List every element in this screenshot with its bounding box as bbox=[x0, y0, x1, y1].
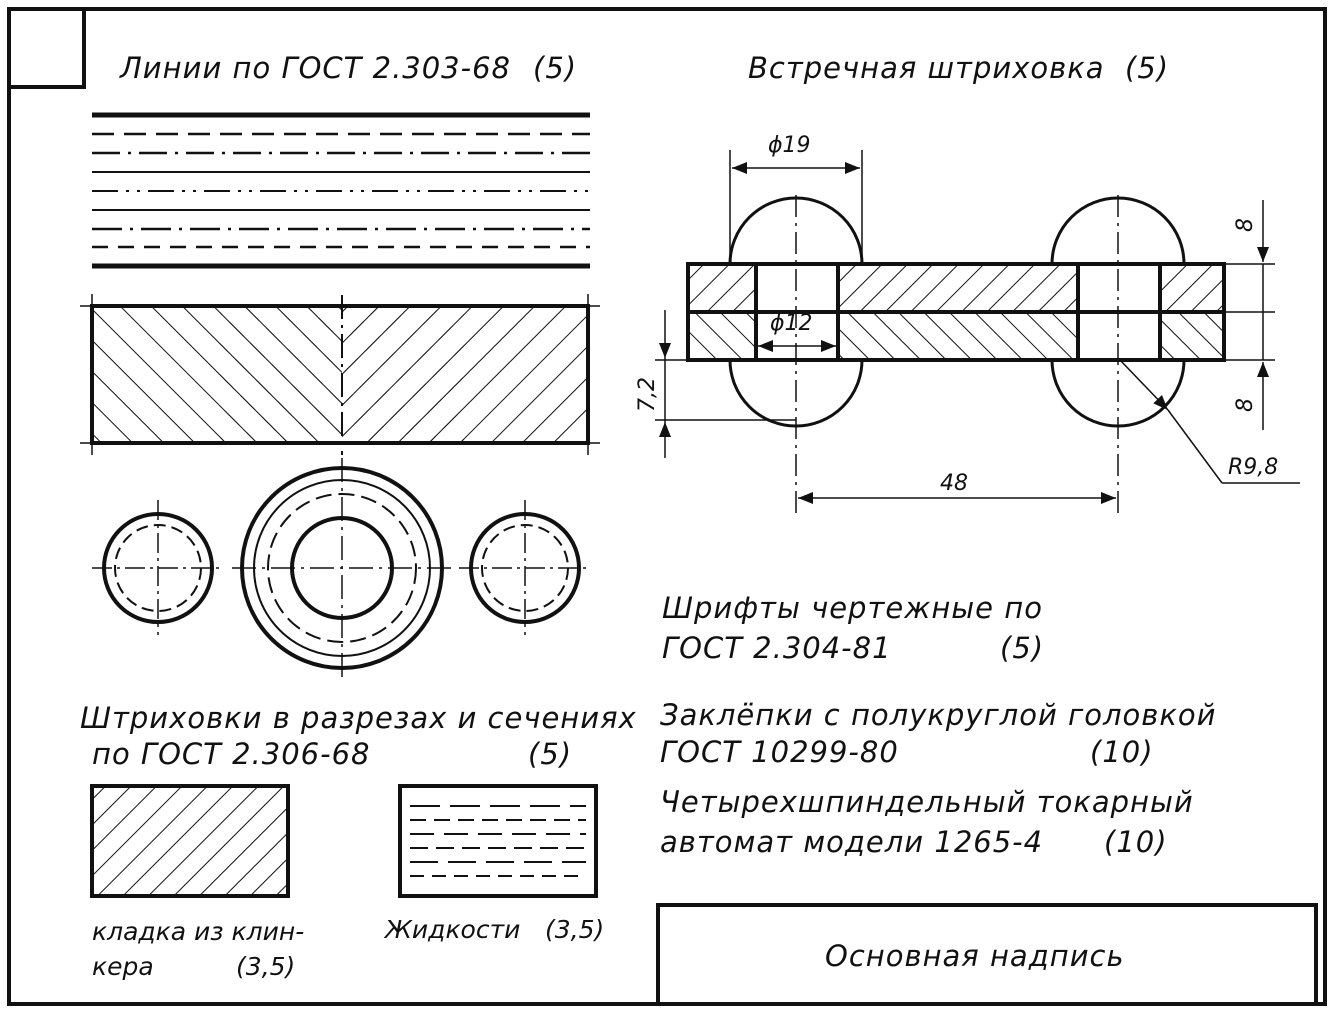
riveted-joint bbox=[686, 195, 1226, 515]
liquid-sample bbox=[398, 784, 598, 898]
circle-views bbox=[92, 458, 590, 680]
hatch-block bbox=[80, 294, 600, 455]
dimension-lines bbox=[655, 150, 1300, 504]
counter-hatch-mark: (5) bbox=[1125, 51, 1169, 85]
liquids-mark: (3,5) bbox=[545, 915, 604, 944]
hatch-line1: Штриховки в разрезах и сечениях bbox=[80, 701, 637, 735]
clinker-line2: кера bbox=[92, 952, 154, 981]
rivets-mark: (10) bbox=[1090, 735, 1154, 769]
rivets-line2: ГОСТ 10299-80 bbox=[660, 735, 899, 769]
line-types-sample bbox=[92, 112, 590, 269]
clinker-sample bbox=[90, 784, 290, 898]
lathe-line2: автомат модели 1265-4 bbox=[660, 825, 1043, 859]
clinker-mark: (3,5) bbox=[236, 952, 295, 981]
lathe-mark: (10) bbox=[1104, 825, 1168, 859]
dim-v72: 7,2 bbox=[635, 377, 660, 412]
hatch-line2: по ГОСТ 2.306-68 bbox=[92, 737, 370, 771]
lines-mark: (5) bbox=[533, 51, 577, 85]
rivets-line1: Заклёпки с полукруглой головкой bbox=[660, 698, 1216, 732]
title-block bbox=[656, 903, 1318, 1006]
dim-d19: ϕ19 bbox=[768, 133, 811, 158]
fonts-line2: ГОСТ 2.304-81 bbox=[662, 631, 892, 665]
lines-title: Линии по ГОСТ 2.303-68 bbox=[119, 51, 511, 85]
dim-l48: 48 bbox=[940, 471, 968, 496]
clinker-line1: кладка из клин- bbox=[92, 917, 304, 946]
dim-d12: ϕ12 bbox=[770, 311, 813, 336]
dim-h8-top: 8 bbox=[1233, 218, 1258, 232]
liquids-label: Жидкости bbox=[383, 915, 520, 944]
fonts-line1: Шрифты чертежные по bbox=[662, 591, 1043, 625]
dim-r98: R9,8 bbox=[1228, 455, 1278, 480]
lathe-line1: Четырехшпиндельный токарный bbox=[660, 785, 1194, 819]
counter-hatch-title: Встречная штриховка bbox=[748, 51, 1104, 85]
fonts-mark: (5) bbox=[1000, 631, 1044, 665]
dim-h8-bottom: 8 bbox=[1233, 398, 1258, 412]
title-block-label: Основная надпись bbox=[825, 939, 1125, 973]
hatch-mark: (5) bbox=[528, 737, 572, 771]
